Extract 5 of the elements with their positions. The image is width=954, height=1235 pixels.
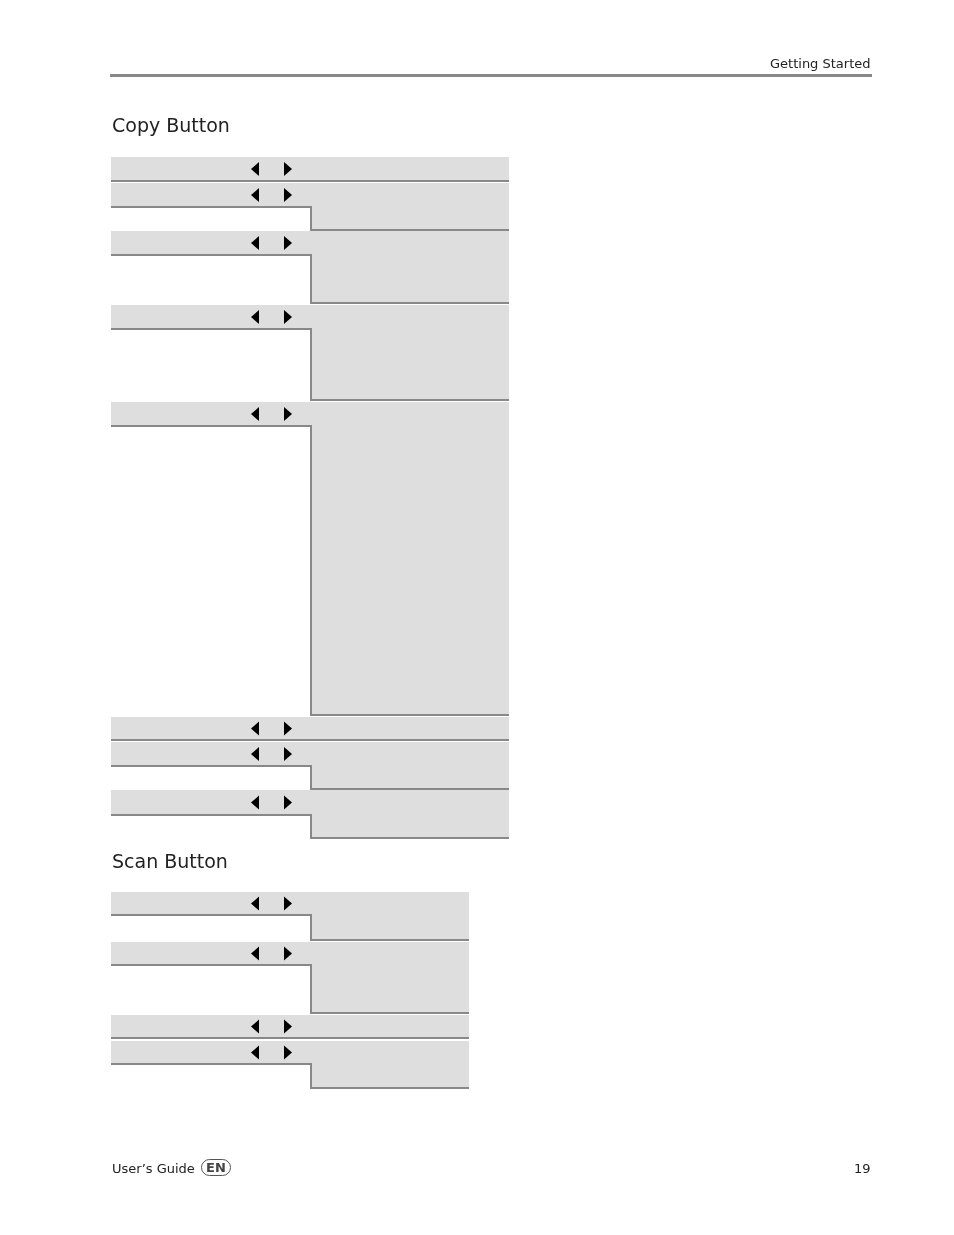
page-number: 19 [854, 1161, 871, 1176]
footer-text: User’s Guide [112, 1161, 195, 1176]
section-heading: Scan Button [112, 850, 228, 872]
section-header: Getting Started [770, 56, 871, 71]
section-heading: Copy Button [112, 114, 230, 136]
